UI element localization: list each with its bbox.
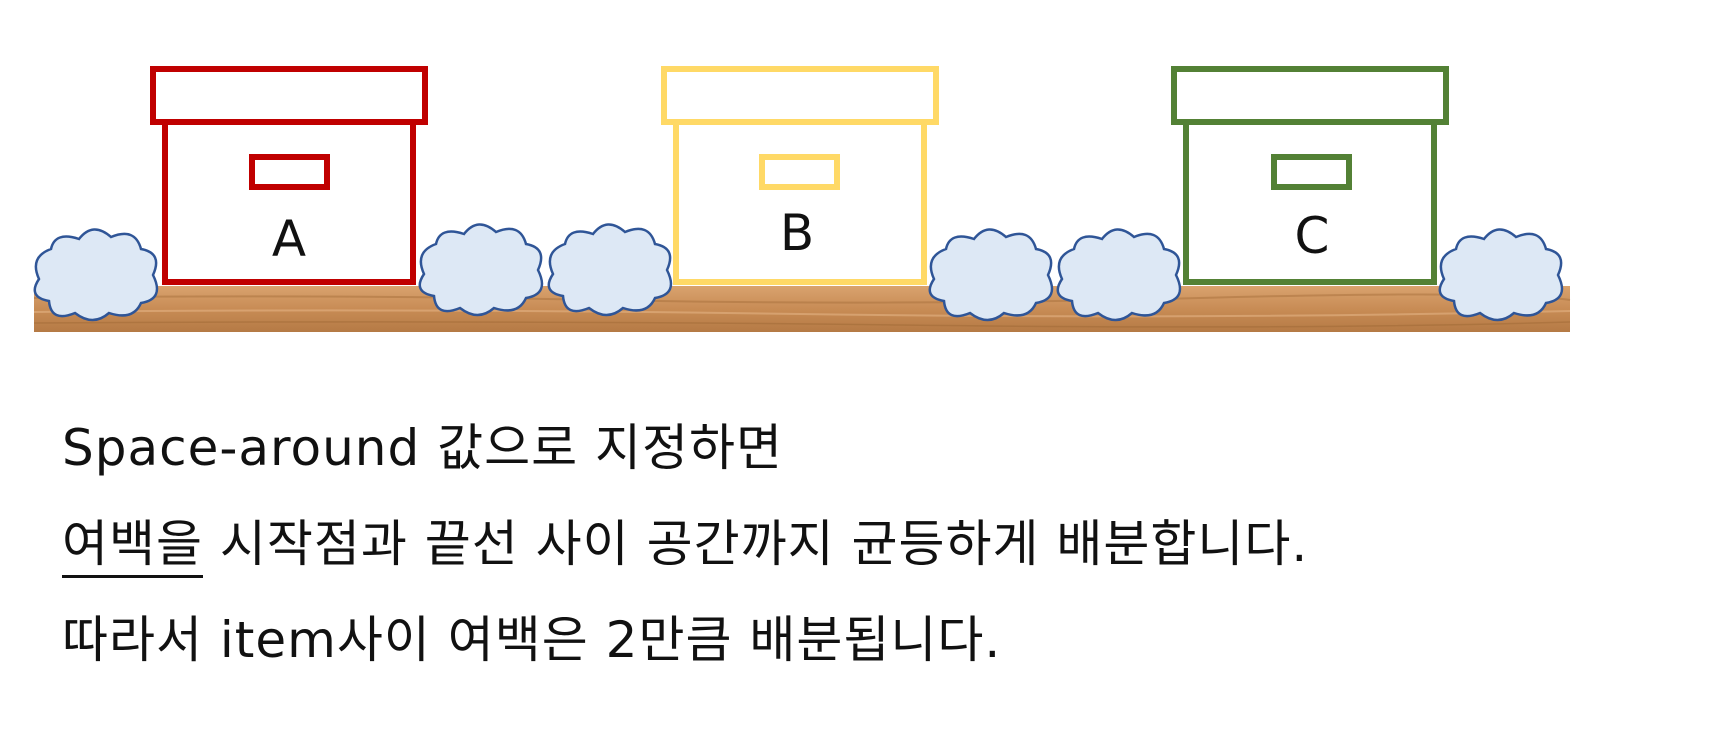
flex-space-around-diagram: A B C <box>33 66 1571 332</box>
caption-line-3: 따라서 item사이 여백은 2만큼 배분됩니다. <box>62 611 1002 669</box>
caption-line-1: Space-around 값으로 지정하면 <box>62 419 784 477</box>
wooden-shelf <box>33 286 1571 332</box>
box-a-letter: A <box>272 210 306 268</box>
box-c: C <box>1171 66 1449 285</box>
cushion-right-edge <box>1438 228 1564 322</box>
box-c-letter: C <box>1295 207 1330 265</box>
cushion-b-left <box>547 223 673 317</box>
box-b: B <box>661 66 939 285</box>
explanation-text: Space-around 값으로 지정하면 여백을 시작점과 끝선 사이 공간까… <box>62 400 1682 688</box>
cushion-left-edge <box>33 228 159 322</box>
caption-line-2: 여백을 시작점과 끝선 사이 공간까지 균등하게 배분합니다. <box>62 496 1682 592</box>
box-a: A <box>150 66 428 285</box>
cushion-b-right <box>928 228 1054 322</box>
cushion-c-left <box>1056 228 1182 322</box>
caption-line-2-rest: 시작점과 끝선 사이 공간까지 균등하게 배분합니다. <box>203 515 1309 573</box>
box-b-letter: B <box>780 204 814 262</box>
cushion-a-right <box>418 223 544 317</box>
underlined-word: 여백을 <box>62 515 203 573</box>
